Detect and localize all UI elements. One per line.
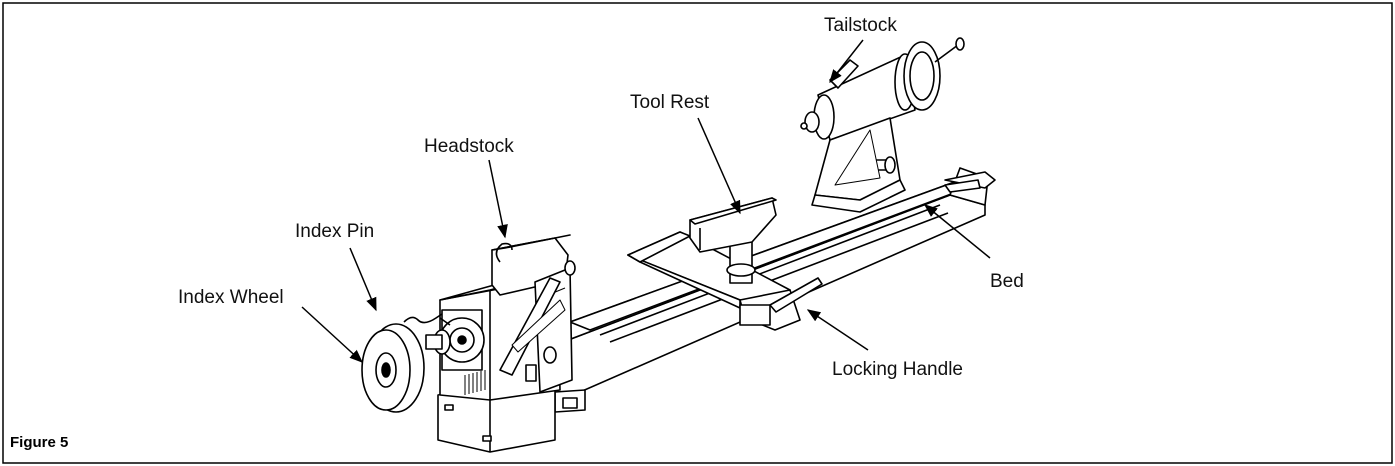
index-pin: [403, 313, 451, 326]
arrow-headstock: [488, 159, 508, 239]
index-wheel: [361, 323, 425, 413]
label-index-pin: Index Pin: [295, 221, 375, 242]
arrow-index-wheel: [301, 306, 363, 363]
arrow-locking-handle: [806, 309, 869, 351]
arrow-tailstock: [829, 39, 864, 84]
label-tailstock: Tailstock: [824, 15, 897, 36]
headstock: [425, 234, 576, 453]
label-locking-handle: Locking Handle: [832, 359, 963, 380]
label-index-wheel: Index Wheel: [178, 287, 284, 308]
label-bed: Bed: [990, 271, 1024, 292]
arrow-index-pin: [349, 247, 377, 312]
arrow-tool-rest: [697, 117, 741, 215]
tailstock: [800, 37, 965, 213]
label-headstock: Headstock: [424, 136, 514, 157]
arrow-bed: [923, 204, 991, 259]
figure-caption: Figure 5: [10, 434, 69, 451]
label-tool-rest: Tool Rest: [630, 92, 710, 113]
